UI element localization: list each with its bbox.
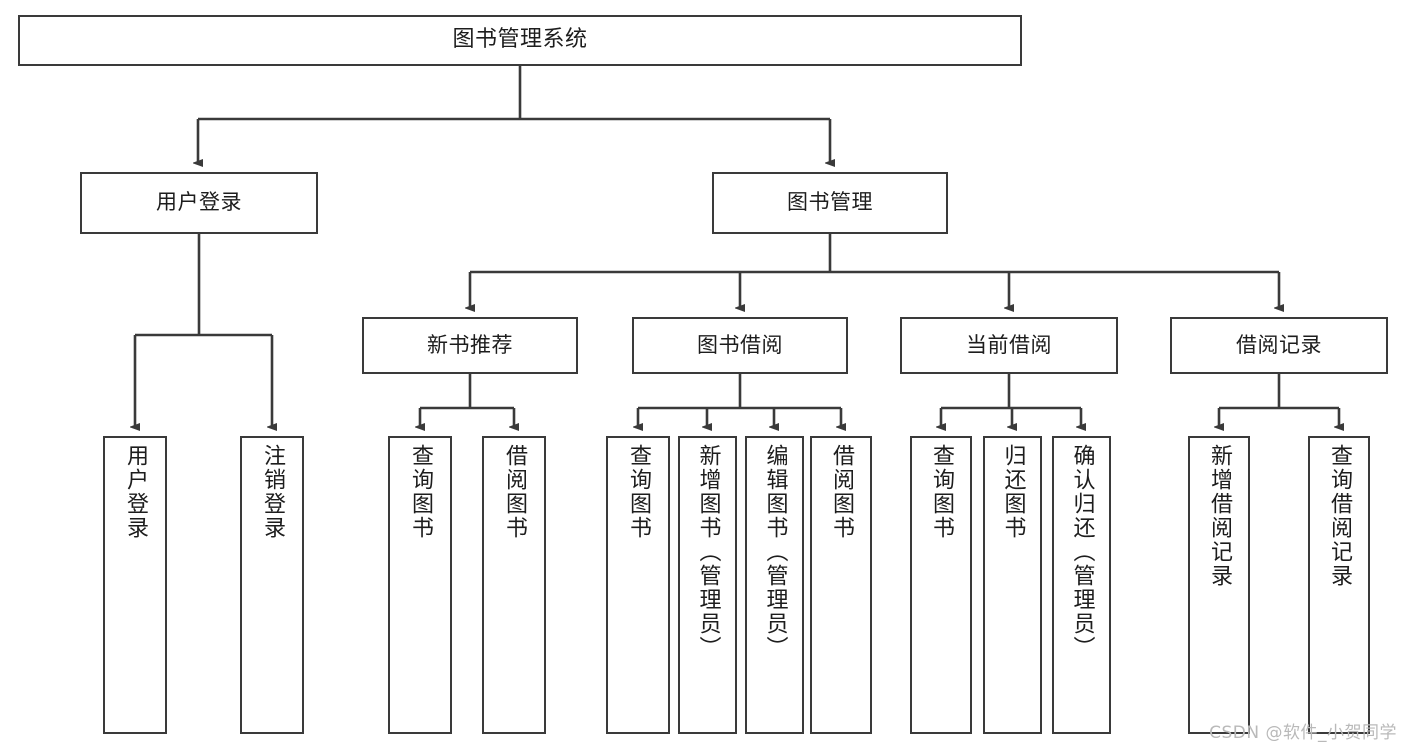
leaf-label: 查询图书 [626,444,651,540]
leaf-label: 查询图书 [408,444,433,540]
node-root[interactable]: 图书管理系统 [18,15,1022,66]
leaf-label: 用户登录 [123,444,148,540]
node-new-book-recommend[interactable]: 新书推荐 [362,317,578,374]
node-new-book-recommend-label: 新书推荐 [427,332,513,357]
leaf-label: 查询图书 [929,444,954,540]
leaf-label: 新增借阅记录 [1207,444,1232,588]
node-root-label: 图书管理系统 [452,27,588,53]
leaf-book-borrow-1[interactable]: 新增图书（管理员） [678,436,737,734]
leaf-new-book-recommend-1[interactable]: 借阅图书 [482,436,546,734]
leaf-book-borrow-2[interactable]: 编辑图书（管理员） [745,436,804,734]
node-current-borrow[interactable]: 当前借阅 [900,317,1118,374]
leaf-current-borrow-0[interactable]: 查询图书 [910,436,972,734]
leaf-label: 编辑图书（管理员） [762,444,788,660]
leaf-user-login-0[interactable]: 用户登录 [103,436,167,734]
node-user-login[interactable]: 用户登录 [80,172,318,234]
leaf-borrow-record-0[interactable]: 新增借阅记录 [1188,436,1250,734]
leaf-current-borrow-2[interactable]: 确认归还（管理员） [1052,436,1111,734]
node-book-management[interactable]: 图书管理 [712,172,948,234]
leaf-label: 确认归还（管理员） [1069,444,1095,660]
leaf-book-borrow-3[interactable]: 借阅图书 [810,436,872,734]
node-book-borrow-label: 图书借阅 [697,332,783,357]
leaf-label: 新增图书（管理员） [695,444,721,660]
node-book-borrow[interactable]: 图书借阅 [632,317,848,374]
node-current-borrow-label: 当前借阅 [966,332,1052,357]
leaf-current-borrow-1[interactable]: 归还图书 [983,436,1042,734]
node-borrow-record[interactable]: 借阅记录 [1170,317,1388,374]
node-book-management-label: 图书管理 [787,190,873,215]
node-borrow-record-label: 借阅记录 [1236,332,1322,357]
leaf-user-login-1[interactable]: 注销登录 [240,436,304,734]
leaf-label: 查询借阅记录 [1327,444,1352,588]
leaf-label: 归还图书 [1000,444,1026,540]
leaf-borrow-record-1[interactable]: 查询借阅记录 [1308,436,1370,734]
node-user-login-label: 用户登录 [156,190,242,215]
leaf-label: 借阅图书 [502,444,527,540]
leaf-book-borrow-0[interactable]: 查询图书 [606,436,670,734]
leaf-label: 借阅图书 [829,444,854,540]
leaf-label: 注销登录 [260,444,285,540]
watermark: CSDN @软件_小贺同学 [1209,723,1397,743]
leaf-new-book-recommend-0[interactable]: 查询图书 [388,436,452,734]
